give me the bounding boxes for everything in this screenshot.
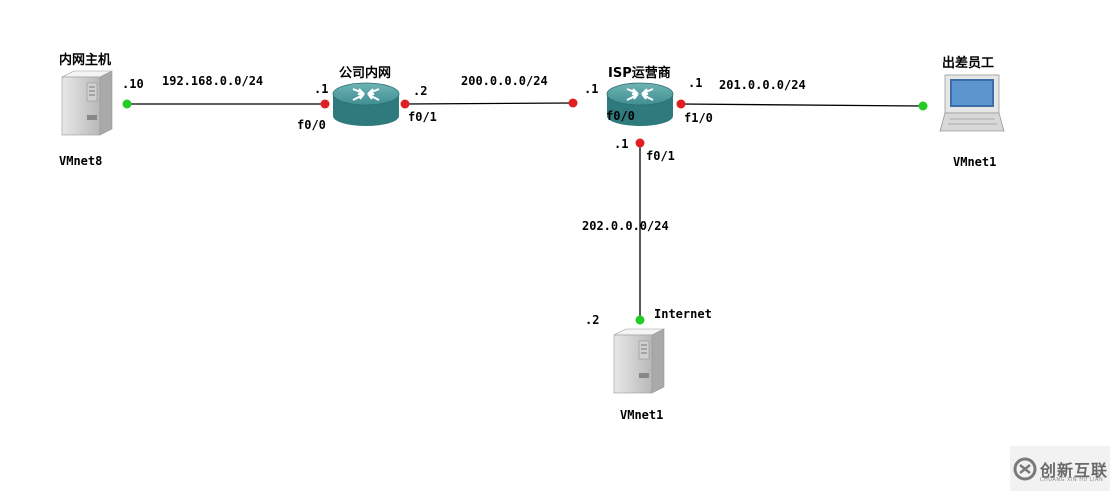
network-label-wan1: 200.0.0.0/24 (461, 74, 548, 88)
server-icon[interactable] (613, 328, 665, 394)
laptop-icon[interactable] (939, 74, 1005, 132)
ip-suffix-rc-f00: .1 (314, 82, 329, 96)
link-router-isp (404, 102, 574, 105)
interface-name-rc-f01: f0/1 (408, 110, 437, 124)
interface-name-rc-f00: f0/0 (297, 118, 326, 132)
server-icon[interactable] (61, 70, 113, 136)
network-label-lan: 192.168.0.0/24 (162, 74, 264, 88)
router-icon[interactable] (606, 82, 674, 126)
device-name-router-isp: ISP运营商 (608, 66, 671, 81)
vmnet-label-internet: VMnet1 (620, 408, 664, 422)
port-indicator-green (122, 99, 132, 109)
device-name-laptop: 出差员工 (942, 56, 995, 71)
network-label-wan2: 201.0.0.0/24 (719, 78, 806, 92)
watermark-logo-icon (1013, 457, 1037, 481)
port-indicator-red (635, 138, 645, 148)
link-isp-laptop (680, 103, 924, 107)
ip-suffix-isp-f10: .1 (688, 76, 703, 90)
port-indicator-red (400, 99, 410, 109)
network-label-wan3: 202.0.0.0/24 (582, 219, 669, 233)
watermark-text: 创新互联 (1040, 461, 1109, 480)
port-indicator-green (918, 101, 928, 111)
ip-suffix-rc-f01: .2 (413, 84, 428, 98)
router-icon[interactable] (332, 82, 400, 126)
port-indicator-red (568, 98, 578, 108)
interface-name-isp-f10: f1/0 (684, 111, 713, 125)
watermark-subtext: CHUANG XIN HU LIAN (1040, 477, 1104, 483)
ip-suffix-isp-f00: .1 (584, 82, 599, 96)
device-name-internet: Internet (654, 307, 712, 321)
ip-suffix-host-inner: .10 (122, 77, 144, 91)
interface-name-isp-f01: f0/1 (646, 149, 675, 163)
device-name-router-company: 公司内网 (339, 66, 392, 81)
port-indicator-green (635, 315, 645, 325)
device-name-host-inner: 内网主机 (59, 53, 112, 68)
vmnet-label-laptop: VMnet1 (953, 155, 997, 169)
interface-name-isp-f00: f0/0 (606, 109, 635, 123)
port-indicator-red (676, 99, 686, 109)
ip-suffix-internet: .2 (585, 313, 600, 327)
vmnet-label-host-inner: VMnet8 (59, 154, 103, 168)
port-indicator-red (320, 99, 330, 109)
ip-suffix-isp-f01: .1 (614, 137, 629, 151)
